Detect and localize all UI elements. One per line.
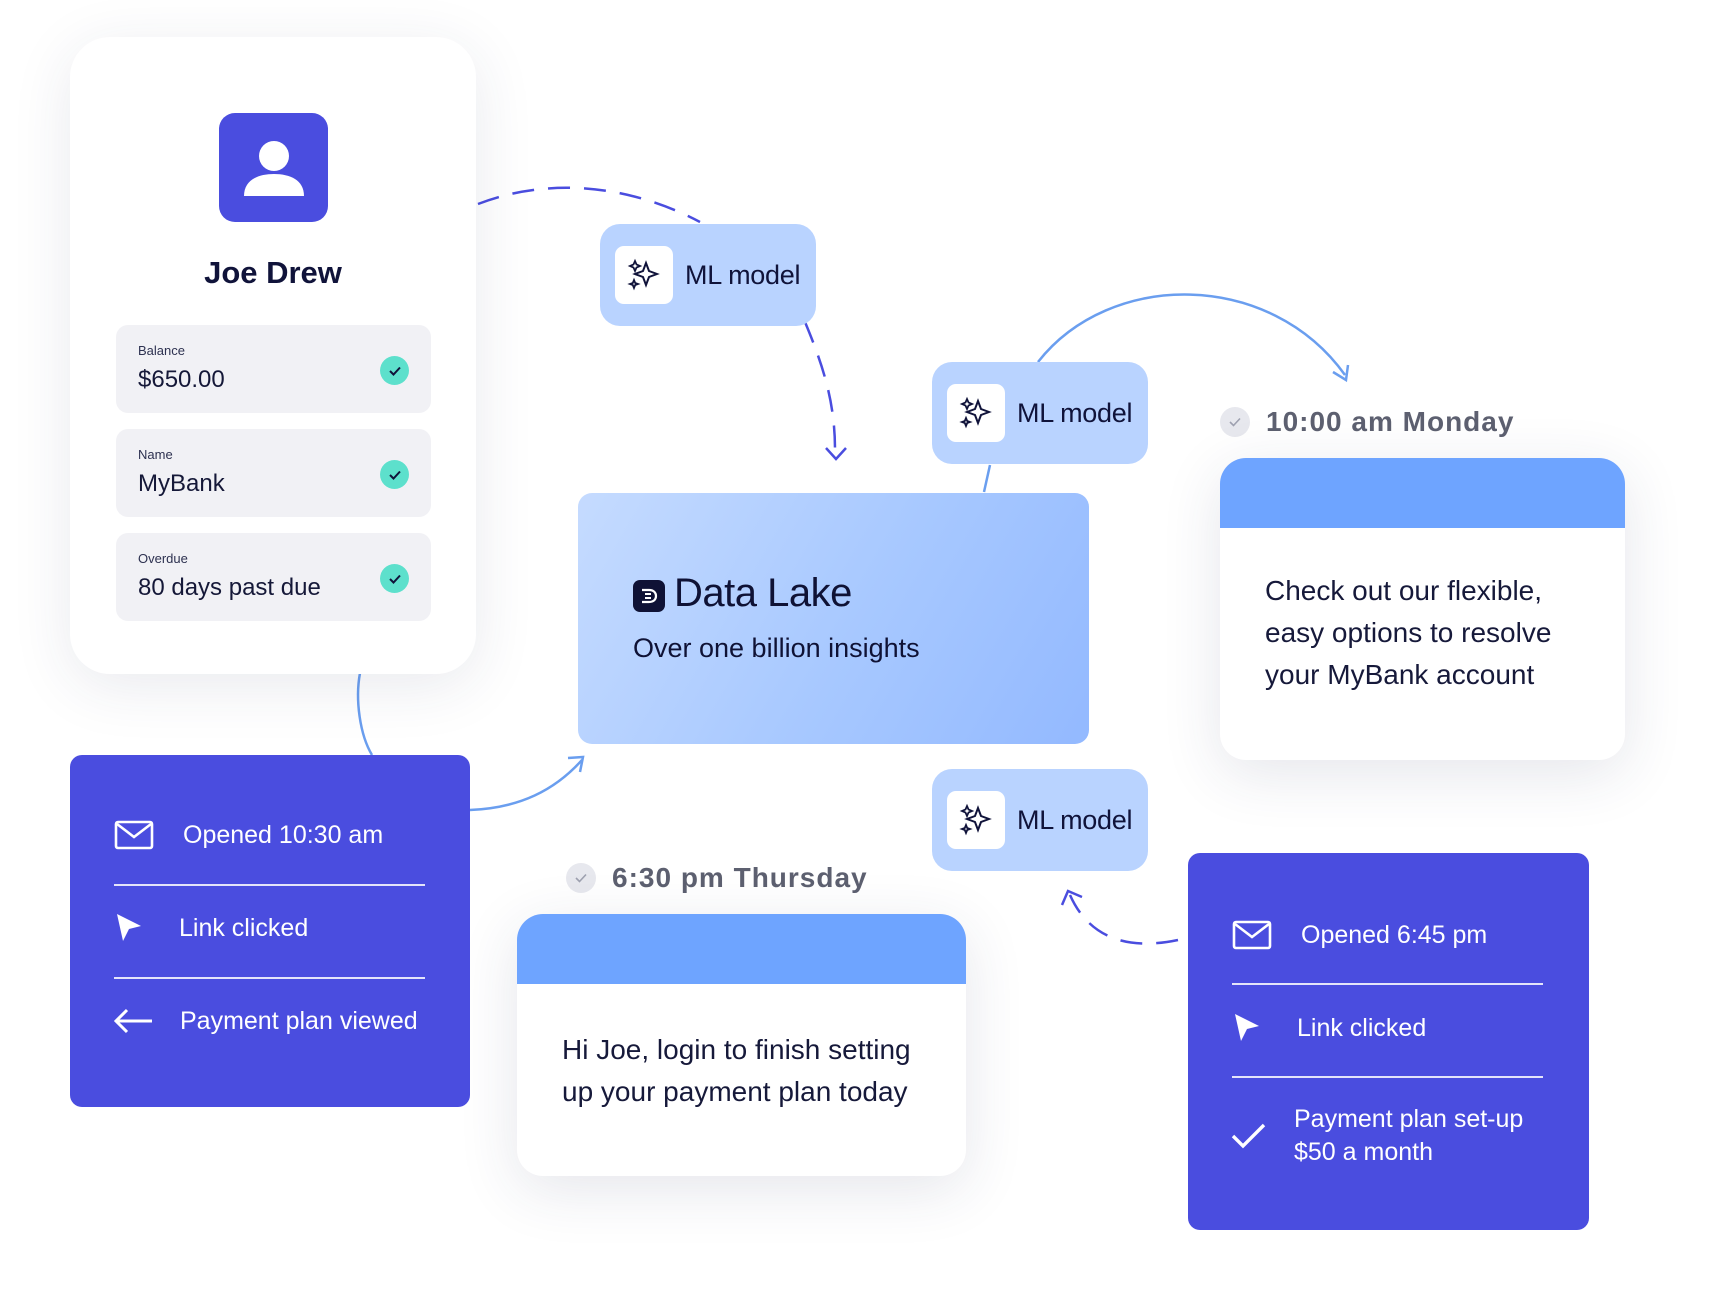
activity-label: Link clicked xyxy=(1297,1013,1427,1042)
ml-model-label: ML model xyxy=(685,259,801,290)
envelope-icon xyxy=(114,817,158,853)
field-value: 80 days past due xyxy=(138,574,321,601)
timestamp-text: 6:30 pm Thursday xyxy=(612,862,868,893)
connector-profile-to-activity xyxy=(356,672,374,756)
divider xyxy=(114,884,425,886)
customer-name: Joe Drew xyxy=(204,255,342,290)
ml-model-chip: ML model xyxy=(600,224,816,326)
data-lake-subtitle: Over one billion insights xyxy=(633,633,920,663)
data-lake-logo-icon xyxy=(633,580,665,612)
activity-row-link-clicked: Link clicked xyxy=(114,910,308,946)
cursor-icon xyxy=(114,910,158,946)
envelope-icon xyxy=(1232,917,1276,953)
message-line: up your payment plan today xyxy=(562,1076,908,1107)
activity-label: Opened 6:45 pm xyxy=(1301,920,1488,949)
timestamp-monday: 10:00 am Monday xyxy=(1220,406,1514,438)
ml-model-chip: ML model xyxy=(932,769,1148,871)
field-balance: Balance $650.00 xyxy=(116,325,431,413)
field-label: Name xyxy=(138,447,173,462)
message-card-monday: Check out our flexible, easy options to … xyxy=(1220,458,1625,760)
field-overdue: Overdue 80 days past due xyxy=(116,533,431,621)
activity-row-plan-setup: Payment plan set-up $50 a month xyxy=(1230,1103,1523,1169)
check-icon xyxy=(380,564,409,593)
field-value: $650.00 xyxy=(138,366,225,393)
check-circle-icon xyxy=(566,863,596,893)
check-circle-icon xyxy=(1220,407,1250,437)
arrow-left-icon xyxy=(112,1003,156,1039)
message-body: Hi Joe, login to finish setting up your … xyxy=(562,1029,911,1113)
activity-label: Payment plan viewed xyxy=(180,1006,418,1035)
ml-model-chip: ML model xyxy=(932,362,1148,464)
message-line: easy options to resolve xyxy=(1265,617,1552,648)
activity-panel-right: Opened 6:45 pm Link clicked Payment plan… xyxy=(1188,853,1589,1230)
message-line: your MyBank account xyxy=(1265,659,1535,690)
activity-row-opened: Opened 6:45 pm xyxy=(1232,917,1487,953)
activity-row-opened: Opened 10:30 am xyxy=(114,817,383,853)
dashed-connector-activity-to-ml xyxy=(1068,894,1179,945)
user-avatar xyxy=(219,113,328,222)
dashed-connector-profile-to-ml xyxy=(477,186,701,224)
activity-row-plan-viewed: Payment plan viewed xyxy=(112,1003,418,1039)
sparkle-icon xyxy=(947,791,1005,849)
check-icon xyxy=(380,356,409,385)
user-icon xyxy=(243,140,304,196)
data-lake-title: Data Lake xyxy=(674,571,852,615)
check-icon xyxy=(380,460,409,489)
activity-panel-left: Opened 10:30 am Link clicked Payment pla… xyxy=(70,755,470,1107)
data-lake-card: Data Lake Over one billion insights xyxy=(578,493,1089,744)
sparkle-icon xyxy=(615,246,673,304)
activity-row-link-clicked: Link clicked xyxy=(1232,1010,1426,1046)
activity-label: Link clicked xyxy=(179,913,309,942)
dashed-connector-ml-to-lake xyxy=(803,321,837,451)
field-label: Balance xyxy=(138,343,185,358)
timestamp-text: 10:00 am Monday xyxy=(1266,406,1515,437)
divider xyxy=(1232,983,1543,985)
message-line: Hi Joe, login to finish setting xyxy=(562,1034,911,1065)
cursor-icon xyxy=(1232,1010,1276,1046)
ml-model-label: ML model xyxy=(1017,804,1133,835)
activity-label-line: Payment plan set-up xyxy=(1294,1105,1524,1133)
field-label: Overdue xyxy=(138,551,188,566)
message-line: Check out our flexible, xyxy=(1265,575,1543,606)
activity-label-line: $50 a month xyxy=(1294,1138,1433,1166)
ml-model-label: ML model xyxy=(1017,397,1133,428)
checkmark-icon xyxy=(1230,1118,1274,1154)
connector-activity-to-lake xyxy=(469,759,583,812)
activity-label: Opened 10:30 am xyxy=(183,820,384,849)
divider xyxy=(114,977,425,979)
message-body: Check out our flexible, easy options to … xyxy=(1265,570,1551,696)
field-name: Name MyBank xyxy=(116,429,431,517)
field-value: MyBank xyxy=(138,470,225,497)
message-card-thursday: Hi Joe, login to finish setting up your … xyxy=(517,914,966,1176)
divider xyxy=(1232,1076,1543,1078)
message-header xyxy=(1220,458,1625,528)
sparkle-icon xyxy=(947,384,1005,442)
activity-label: Payment plan set-up $50 a month xyxy=(1294,1103,1523,1169)
profile-card: Joe Drew Balance $650.00 Name MyBank Ove… xyxy=(70,37,476,674)
timestamp-thursday: 6:30 pm Thursday xyxy=(566,862,868,894)
message-header xyxy=(517,914,966,984)
